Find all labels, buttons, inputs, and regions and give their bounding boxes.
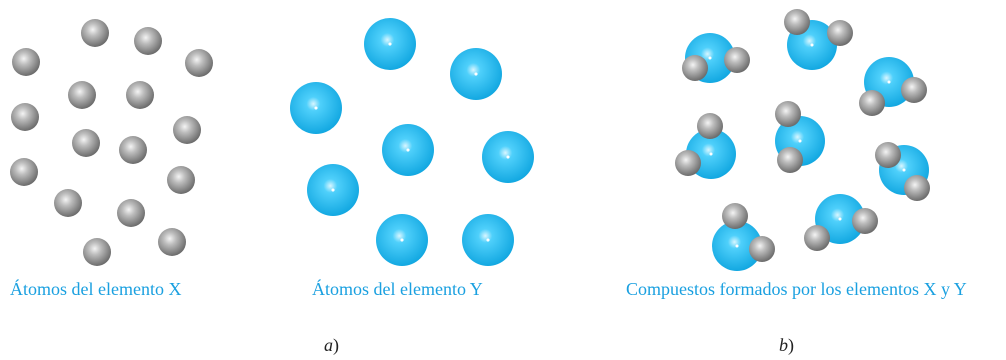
gray-atom — [904, 175, 930, 201]
atom-highlight — [798, 139, 802, 143]
atom-highlight — [735, 244, 739, 248]
gray-atom — [158, 228, 186, 256]
gray-atom — [11, 103, 39, 131]
caption-element-y: Átomos del elemento Y — [312, 279, 483, 299]
caption-compounds: Compuestos formados por los elementos X … — [626, 279, 967, 299]
atom-highlight — [314, 106, 318, 110]
gray-atom — [119, 136, 147, 164]
gray-atom — [827, 20, 853, 46]
atom-highlight — [810, 43, 814, 47]
gray-atom — [682, 55, 708, 81]
gray-atom — [72, 129, 100, 157]
gray-atom — [775, 101, 801, 127]
atom-highlight — [708, 56, 712, 60]
gray-atom — [901, 77, 927, 103]
gray-atom — [167, 166, 195, 194]
gray-atom — [185, 49, 213, 77]
gray-atom — [675, 150, 701, 176]
atom-highlight — [838, 217, 842, 221]
atom-highlight — [400, 238, 404, 242]
panel-letter-b: b — [779, 335, 788, 355]
gray-atom — [852, 208, 878, 234]
gray-atom — [117, 199, 145, 227]
atom-highlight — [406, 148, 410, 152]
atom-highlight — [331, 188, 335, 192]
gray-atom — [12, 48, 40, 76]
atom-highlight — [486, 238, 490, 242]
gray-atom — [784, 9, 810, 35]
gray-atom — [83, 238, 111, 266]
gray-atom — [722, 203, 748, 229]
gray-atom — [804, 225, 830, 251]
gray-atom — [875, 142, 901, 168]
atom-highlight — [474, 72, 478, 76]
gray-atom — [54, 189, 82, 217]
gray-atom — [859, 90, 885, 116]
gray-atom — [81, 19, 109, 47]
gray-atom — [134, 27, 162, 55]
atom-highlight — [709, 152, 713, 156]
panel-paren-a: ) — [333, 335, 339, 355]
panel-label-a: a) — [324, 335, 339, 355]
panel-letter-a: a — [324, 335, 333, 355]
gray-atom — [10, 158, 38, 186]
gray-atom — [697, 113, 723, 139]
gray-atom — [777, 147, 803, 173]
caption-element-x: Átomos del elemento X — [10, 279, 182, 299]
atom-highlight — [902, 168, 906, 172]
gray-atom — [173, 116, 201, 144]
gray-atom — [724, 47, 750, 73]
gray-atom — [749, 236, 775, 262]
gray-atom — [68, 81, 96, 109]
gray-atom — [126, 81, 154, 109]
panel-paren-b: ) — [788, 335, 794, 355]
atom-highlight — [388, 42, 392, 46]
atom-highlight — [506, 155, 510, 159]
panel-label-b: b) — [779, 335, 794, 355]
atom-highlight — [887, 80, 891, 84]
